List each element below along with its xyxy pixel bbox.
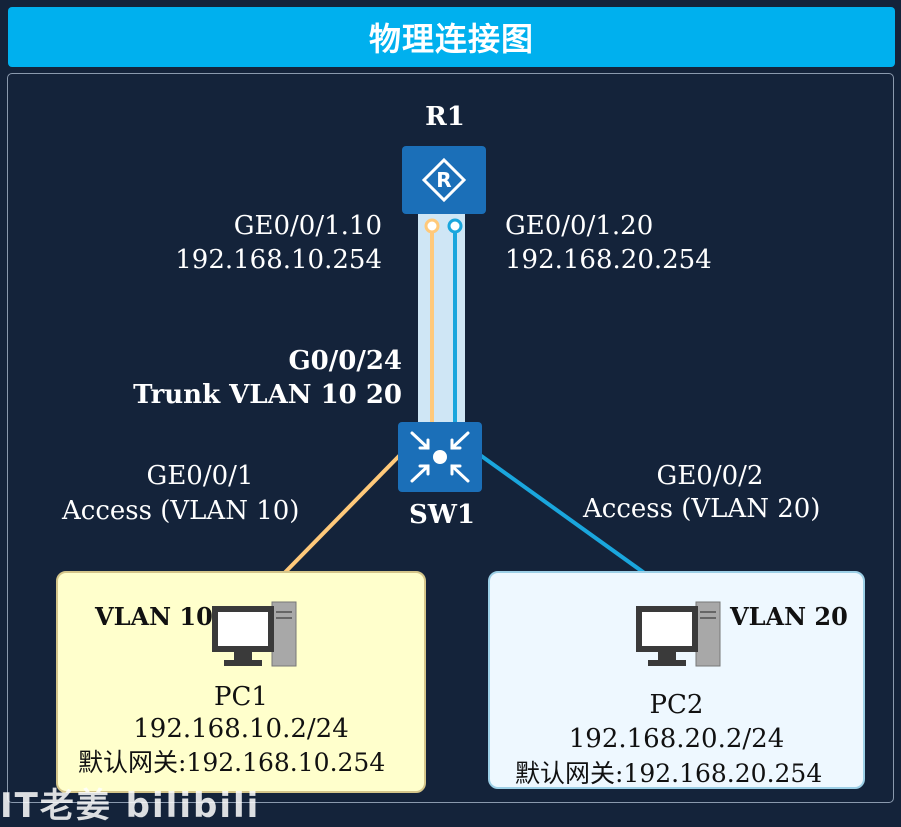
router-left-interface: GE0/0/1.10 <box>233 211 382 241</box>
router-icon: R <box>421 157 467 203</box>
watermark: IT老姜 bilibili <box>0 786 261 826</box>
switch-device[interactable] <box>398 422 482 492</box>
switch-right-mode: Access (VLAN 20) <box>583 494 821 524</box>
pc2-gateway: 默认网关:192.168.20.254 <box>515 759 823 788</box>
router-right-ip: 192.168.20.254 <box>505 245 712 275</box>
router-device[interactable]: R <box>402 146 486 214</box>
router-right-interface: GE0/0/1.20 <box>505 211 654 241</box>
router-left-ip: 192.168.10.254 <box>175 245 382 275</box>
switch-name: SW1 <box>408 500 476 530</box>
diagram-panel <box>7 73 894 803</box>
pc2-vlan-label: VLAN 20 <box>730 602 848 631</box>
pc2-name: PC2 <box>649 690 704 720</box>
vlan10-subinterface-dot <box>424 218 440 234</box>
pc1-vlan-label: VLAN 10 <box>95 602 213 631</box>
pc2-computer-icon[interactable] <box>634 600 724 668</box>
router-name: R1 <box>425 102 465 132</box>
trunk-mode: Trunk VLAN 10 20 <box>133 380 402 410</box>
vlan20-subinterface-dot <box>447 218 463 234</box>
pc1-gateway: 默认网关:192.168.10.254 <box>78 748 386 777</box>
pc1-name: PC1 <box>214 682 268 712</box>
switch-left-interface: GE0/0/1 <box>146 461 254 491</box>
trunk-link <box>418 210 465 430</box>
trunk-port: G0/0/24 <box>288 346 402 376</box>
pc2-ip: 192.168.20.2/24 <box>568 724 785 754</box>
svg-text:R: R <box>436 168 451 192</box>
switch-right-interface: GE0/0/2 <box>656 461 764 491</box>
switch-icon <box>410 431 470 483</box>
diagram-title: 物理连接图 <box>8 7 895 67</box>
pc1-ip: 192.168.10.2/24 <box>133 714 349 744</box>
switch-left-mode: Access (VLAN 10) <box>62 496 300 526</box>
pc1-computer-icon[interactable] <box>210 600 300 668</box>
